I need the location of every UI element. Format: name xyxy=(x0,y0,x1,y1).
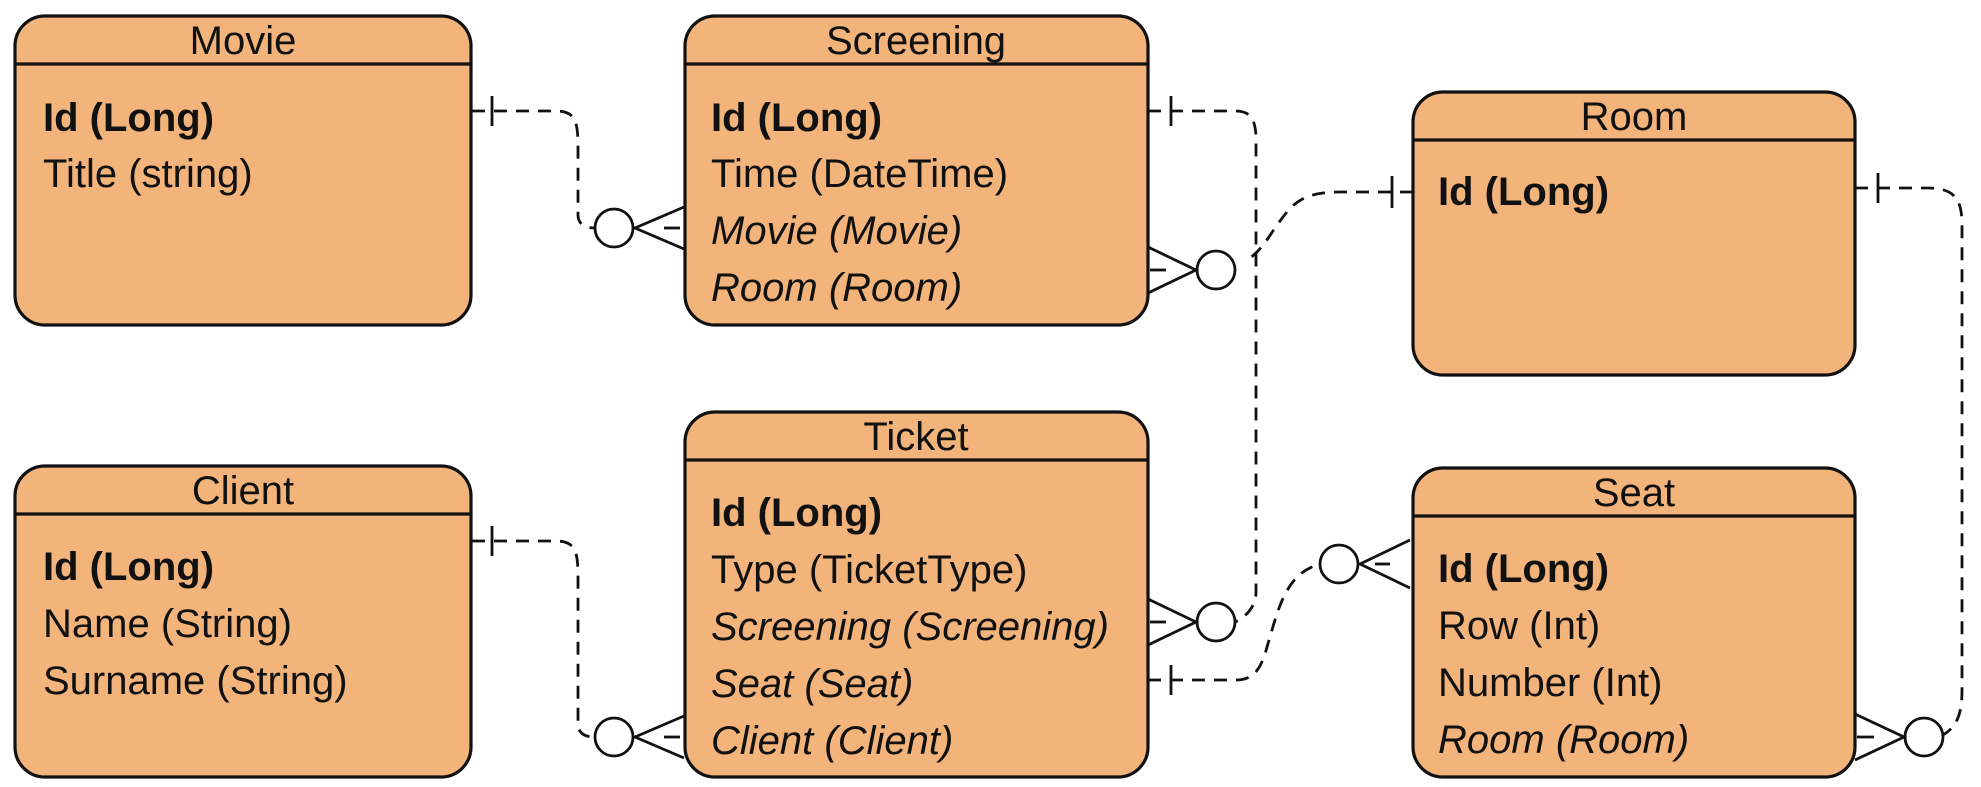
attribute-foreign-key: Room (Room) xyxy=(1438,718,1689,762)
attribute: Name (String) xyxy=(43,602,292,646)
cardinality-markers xyxy=(490,96,1945,762)
client-ticket-line xyxy=(472,539,595,739)
attribute-foreign-key: Seat (Seat) xyxy=(711,662,913,706)
attribute-foreign-key: Screening (Screening) xyxy=(711,605,1109,649)
room-seat-line xyxy=(1855,186,1964,737)
crow-foot-icon xyxy=(1147,597,1237,647)
entity-screening[interactable]: Screening Id (Long) Time (DateTime) Movi… xyxy=(683,14,1150,327)
entity-title: Movie xyxy=(190,19,297,63)
attribute-primary-key: Id (Long) xyxy=(1438,170,1609,214)
entity-ticket[interactable]: Ticket Id (Long) Type (TicketType) Scree… xyxy=(683,410,1150,779)
attribute-foreign-key: Movie (Movie) xyxy=(711,209,962,253)
attribute-primary-key: Id (Long) xyxy=(711,491,882,535)
ticket-seat-line xyxy=(1148,562,1321,682)
entity-room[interactable]: Room Id (Long) xyxy=(1411,90,1857,377)
attribute: Number (Int) xyxy=(1438,661,1663,705)
movie-screening-line xyxy=(472,109,595,230)
crow-foot-icon xyxy=(593,714,685,760)
attribute-primary-key: Id (Long) xyxy=(1438,547,1609,591)
crow-foot-icon xyxy=(1318,538,1411,590)
entity-client[interactable]: Client Id (Long) Name (String) Surname (… xyxy=(13,464,473,779)
entity-title: Ticket xyxy=(863,415,968,459)
attribute: Title (string) xyxy=(43,152,253,196)
crow-foot-icon xyxy=(1147,245,1237,295)
attribute-primary-key: Id (Long) xyxy=(711,96,882,140)
attribute-primary-key: Id (Long) xyxy=(43,96,214,140)
entity-title: Screening xyxy=(826,19,1006,63)
screening-ticket-line xyxy=(1148,109,1258,624)
attribute-foreign-key: Client (Client) xyxy=(711,719,953,763)
entity-movie[interactable]: Movie Id (Long) Title (string) xyxy=(13,14,473,327)
attribute: Row (Int) xyxy=(1438,604,1600,648)
attribute-primary-key: Id (Long) xyxy=(43,545,214,589)
entity-title: Seat xyxy=(1593,471,1675,515)
attribute: Surname (String) xyxy=(43,659,348,703)
entity-seat[interactable]: Seat Id (Long) Row (Int) Number (Int) Ro… xyxy=(1411,466,1857,779)
attribute-foreign-key: Room (Room) xyxy=(711,266,962,310)
entity-title: Client xyxy=(192,469,294,513)
crow-foot-icon xyxy=(593,205,685,251)
room-screening-line xyxy=(1244,190,1413,264)
crow-foot-icon xyxy=(1854,712,1945,762)
entity-title: Room xyxy=(1581,95,1688,139)
attribute: Time (DateTime) xyxy=(711,152,1008,196)
relationship-lines xyxy=(472,109,1964,739)
attribute: Type (TicketType) xyxy=(711,548,1027,592)
